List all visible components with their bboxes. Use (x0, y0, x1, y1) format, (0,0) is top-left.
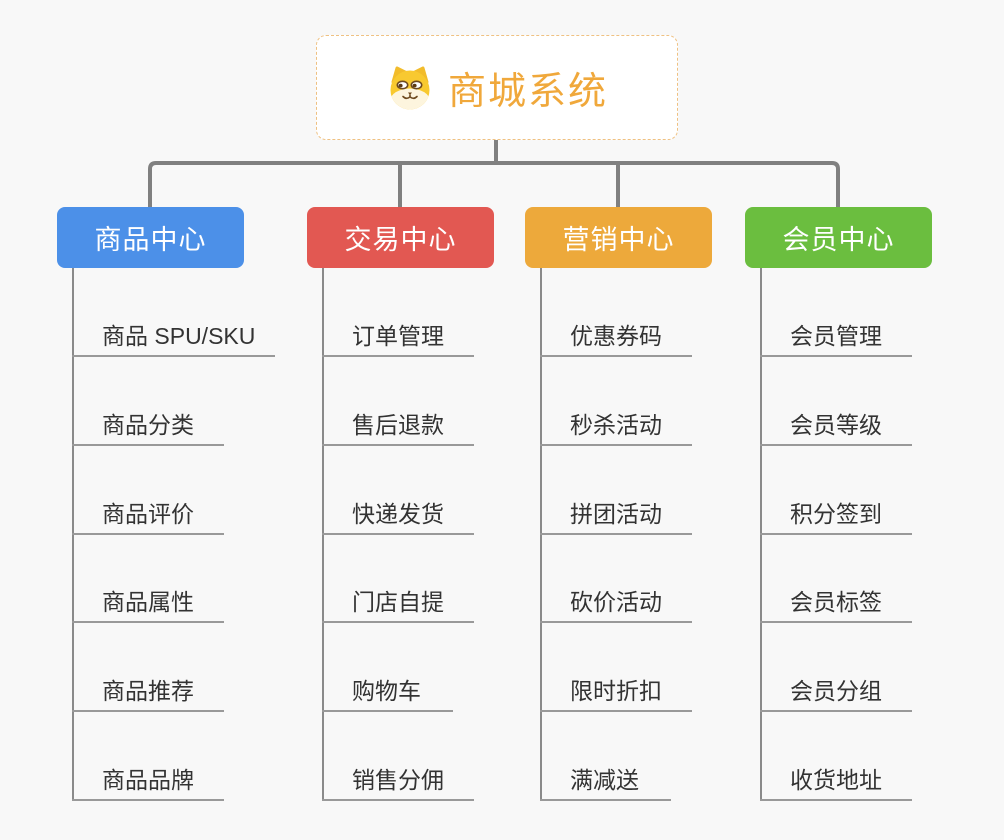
leaf-item[interactable]: 积分签到 (760, 493, 912, 535)
branch-box-trade-center[interactable]: 交易中心 (307, 207, 494, 268)
leaf-item[interactable]: 销售分佣 (322, 759, 474, 801)
leaf-item[interactable]: 会员标签 (760, 581, 912, 623)
shiba-dog-icon (390, 66, 430, 109)
leaf-item[interactable]: 会员分组 (760, 670, 912, 712)
leaf-item[interactable]: 限时折扣 (540, 670, 692, 712)
leaf-item[interactable]: 订单管理 (322, 315, 474, 357)
leaf-item[interactable]: 秒杀活动 (540, 404, 692, 446)
leaf-item[interactable]: 拼团活动 (540, 493, 692, 535)
leaf-item[interactable]: 商品 SPU/SKU (72, 315, 275, 357)
leaf-item[interactable]: 会员等级 (760, 404, 912, 446)
leaf-item[interactable]: 收货地址 (760, 759, 912, 801)
branch-member-center: 会员中心 会员管理 会员等级 积分签到 会员标签 会员分组 收货地址 (745, 207, 995, 807)
root-title: 商城系统 (447, 71, 608, 113)
leaf-item[interactable]: 售后退款 (322, 404, 474, 446)
leaf-item[interactable]: 商品分类 (72, 404, 224, 446)
leaf-item[interactable]: 门店自提 (322, 581, 474, 623)
root-node[interactable]: 商城系统 (316, 35, 678, 140)
branch-box-product-center[interactable]: 商品中心 (57, 207, 244, 268)
branch-box-marketing-center[interactable]: 营销中心 (525, 207, 712, 268)
branch-marketing-center: 营销中心 优惠券码 秒杀活动 拼团活动 砍价活动 限时折扣 满减送 (525, 207, 775, 807)
leaf-item[interactable]: 购物车 (322, 670, 453, 712)
leaf-item[interactable]: 商品属性 (72, 581, 224, 623)
leaf-item[interactable]: 会员管理 (760, 315, 912, 357)
leaf-item[interactable]: 快递发货 (322, 493, 474, 535)
branch-product-center: 商品中心 商品 SPU/SKU 商品分类 商品评价 商品属性 商品推荐 商品品牌 (57, 207, 307, 807)
branch-box-member-center[interactable]: 会员中心 (745, 207, 932, 268)
leaf-item[interactable]: 商品推荐 (72, 670, 224, 712)
leaf-item[interactable]: 优惠券码 (540, 315, 692, 357)
leaf-item[interactable]: 商品评价 (72, 493, 224, 535)
leaf-item[interactable]: 砍价活动 (540, 581, 692, 623)
branch-trade-center: 交易中心 订单管理 售后退款 快递发货 门店自提 购物车 销售分佣 (307, 207, 557, 807)
leaf-item[interactable]: 商品品牌 (72, 759, 224, 801)
leaf-item[interactable]: 满减送 (540, 759, 671, 801)
